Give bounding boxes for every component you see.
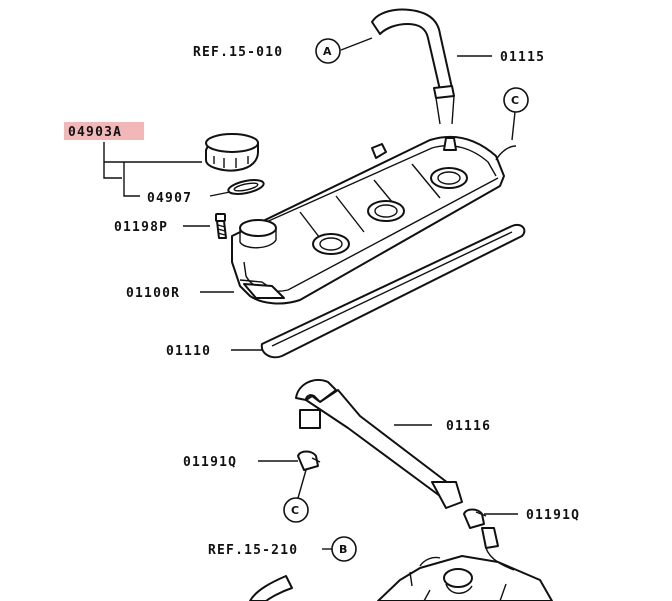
callout-a[interactable]: A xyxy=(315,38,341,64)
breather-hose-01116[interactable] xyxy=(295,379,463,509)
callout-c-top-letter: C xyxy=(511,94,519,107)
callout-c-top-leader xyxy=(511,111,516,141)
breather-hose-01115[interactable] xyxy=(371,8,455,125)
bolt-01198p[interactable] xyxy=(215,213,227,239)
ref-15-010-label[interactable]: REF.15-010 xyxy=(193,45,283,60)
part-01116-label[interactable]: 01116 xyxy=(446,419,491,434)
valve-cover-01100r[interactable] xyxy=(231,135,517,305)
intake-hose-stub xyxy=(249,575,293,601)
callout-c-top[interactable]: C xyxy=(503,87,529,113)
ref-a-leader xyxy=(340,37,492,57)
part-01115-label[interactable]: 01115 xyxy=(500,50,545,65)
gasket-04907[interactable] xyxy=(227,177,265,196)
part-01100r-label[interactable]: 01100R xyxy=(126,286,180,301)
bracket-04903a xyxy=(103,142,202,197)
callout-c-bottom-letter: C xyxy=(291,504,299,517)
part-04903a-highlight xyxy=(64,122,144,140)
callout-a-letter: A xyxy=(323,45,332,58)
callout-c-bottom-leader xyxy=(297,469,307,499)
ref-15-210-label[interactable]: REF.15-210 xyxy=(208,543,298,558)
cover-gasket-01110[interactable] xyxy=(260,224,526,359)
part-01198p-label[interactable]: 01198P xyxy=(114,220,168,235)
part-01191q-right-label[interactable]: 01191Q xyxy=(526,508,580,523)
part-01110-label[interactable]: 01110 xyxy=(166,344,211,359)
hose-clamp-01191q-right[interactable] xyxy=(463,508,487,529)
part-01191q-left-label[interactable]: 01191Q xyxy=(183,455,237,470)
part-04907-leader xyxy=(209,191,231,197)
callout-b-letter: B xyxy=(339,543,347,556)
part-04907-label[interactable]: 04907 xyxy=(147,191,192,206)
intake-manifold-fragment xyxy=(377,527,553,601)
callout-b[interactable]: B xyxy=(331,536,357,562)
callout-c-bottom[interactable]: C xyxy=(283,497,309,523)
part-04903a-label[interactable]: 04903A xyxy=(68,125,122,140)
hose-clamp-01191q-left[interactable] xyxy=(297,450,321,471)
oil-filler-cap[interactable] xyxy=(205,133,259,172)
